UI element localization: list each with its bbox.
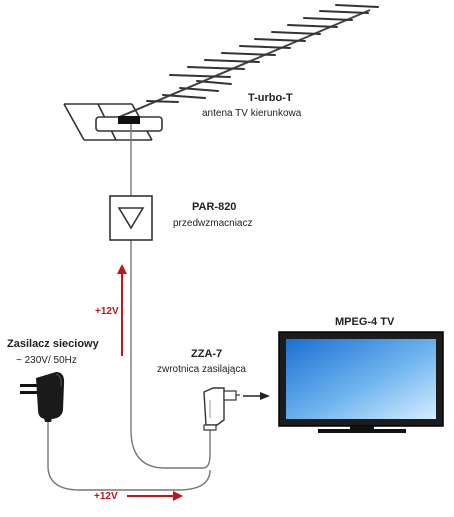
voltage-label-horizontal: +12V: [94, 491, 118, 502]
amplifier-box-icon: [109, 195, 153, 241]
power-adapter-icon: [20, 372, 65, 422]
tv-name: MPEG-4 TV: [335, 316, 395, 328]
splitter-name: ZZA-7: [191, 348, 223, 360]
amplifier-description: przedwzmacniacz: [173, 218, 253, 229]
voltage-arrow-horizontal: [127, 491, 183, 501]
yagi-antenna-icon: [63, 4, 379, 141]
antenna-description: antena TV kierunkowa: [202, 108, 302, 119]
signal-arrow: [243, 392, 270, 400]
splitter-icon: [203, 387, 240, 431]
tv-icon: [278, 331, 444, 433]
coax-cables: [47, 124, 211, 491]
voltage-arrow-vertical: [117, 264, 127, 356]
power-supply-description: ~ 230V/ 50Hz: [16, 355, 77, 366]
voltage-label-vertical: +12V: [95, 306, 119, 317]
power-supply-name: Zasilacz sieciowy: [7, 338, 99, 350]
dipole-box: [118, 116, 140, 124]
antenna-elements: [146, 4, 379, 103]
antenna-name: T-urbo-T: [248, 92, 293, 104]
amplifier-name: PAR-820: [192, 201, 237, 213]
splitter-description: zwrotnica zasilająca: [157, 364, 246, 375]
